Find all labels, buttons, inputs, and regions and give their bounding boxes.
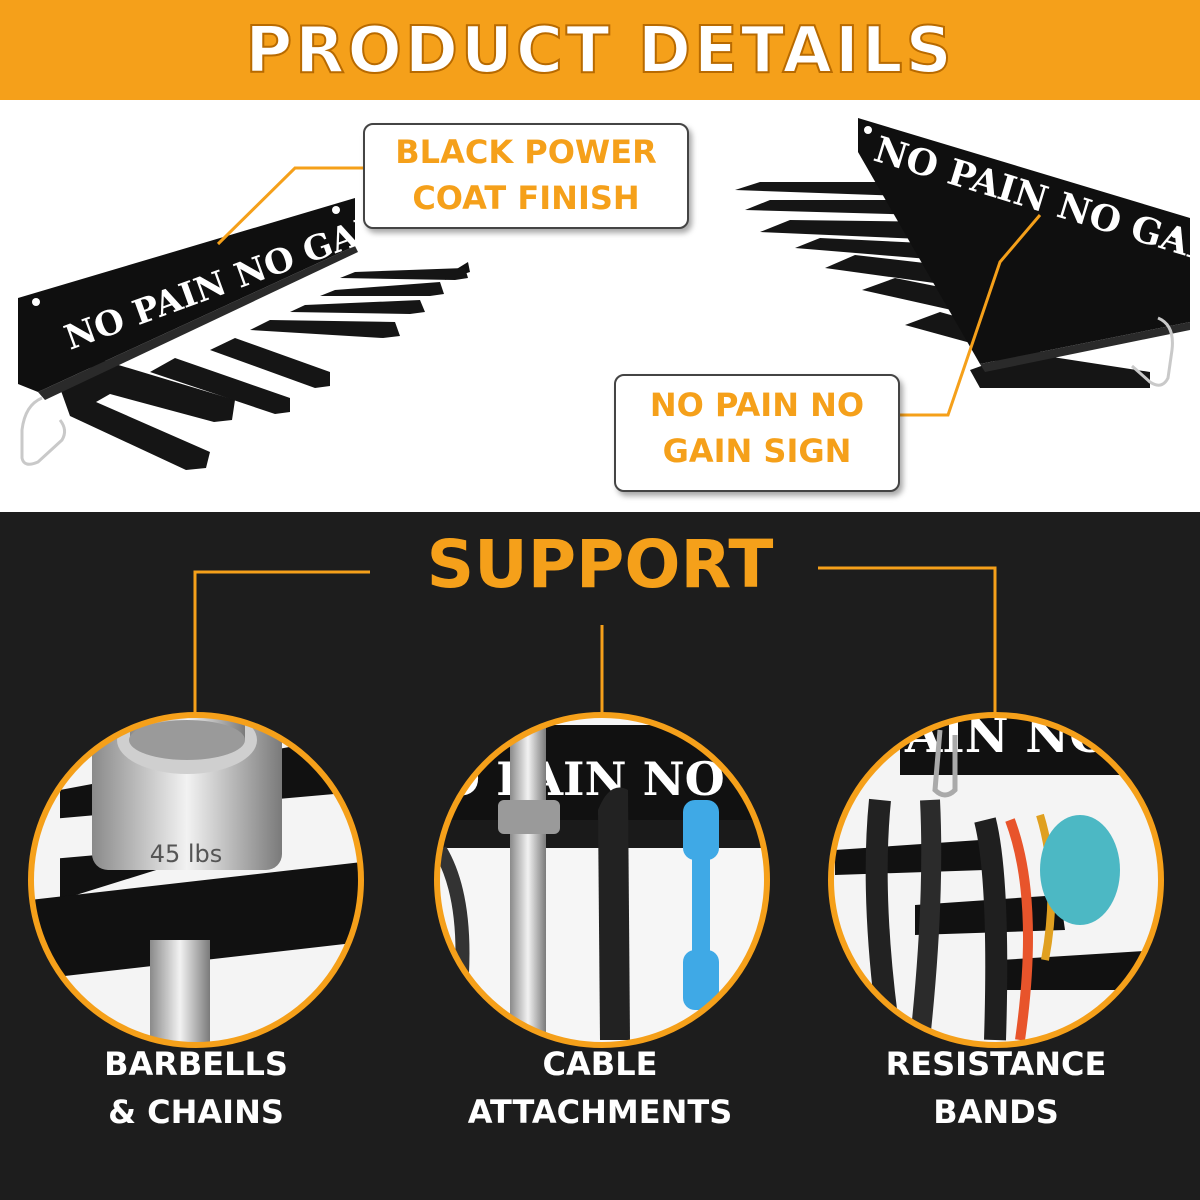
- label-cable-line2: ATTACHMENTS: [467, 1093, 733, 1131]
- label-barbells-line1: BARBELLS: [104, 1045, 288, 1083]
- callout-leader-lines: [216, 166, 1042, 417]
- label-resistance-line1: RESISTANCE: [885, 1045, 1107, 1083]
- resistance-bands-photo: AIN NO G: [828, 708, 1169, 1048]
- header-banner: [0, 0, 1200, 100]
- page-title: PRODUCT DETAILS: [244, 13, 955, 89]
- plate-weight-label: 45 lbs: [150, 840, 223, 868]
- cable-rack-sign-text: O PAIN NO GA: [440, 752, 817, 806]
- callout-sign-line2: GAIN SIGN: [662, 432, 852, 470]
- label-resistance-bands: RESISTANCE BANDS: [846, 1040, 1146, 1136]
- callout-sign-line1: NO PAIN NO: [649, 386, 865, 424]
- label-barbells-line2: & CHAINS: [108, 1093, 284, 1131]
- left-rack-illustration: NO PAIN NO GAIN: [18, 198, 470, 470]
- callout-finish-line1: BLACK POWER: [395, 133, 657, 171]
- callout-finish-line2: COAT FINISH: [412, 179, 640, 217]
- bands-rack-sign-text: AIN NO G: [904, 708, 1169, 764]
- label-barbells-chains: BARBELLS & CHAINS: [46, 1040, 346, 1136]
- support-bracket-lines: [193, 566, 997, 715]
- right-rack-illustration: NO PAIN NO GAIN: [735, 118, 1200, 388]
- label-resistance-line2: BANDS: [933, 1093, 1059, 1131]
- support-title: SUPPORT: [426, 526, 774, 603]
- label-cable-attachments: CABLE ATTACHMENTS: [430, 1040, 770, 1136]
- callout-black-power-coat-finish: BLACK POWER COAT FINISH: [363, 123, 689, 229]
- label-cable-line1: CABLE: [542, 1045, 658, 1083]
- barbells-chains-photo: 45 lbs: [28, 712, 364, 1048]
- callout-no-pain-no-gain-sign: NO PAIN NO GAIN SIGN: [614, 374, 900, 492]
- cable-attachments-photo: O PAIN NO GA: [434, 712, 817, 1048]
